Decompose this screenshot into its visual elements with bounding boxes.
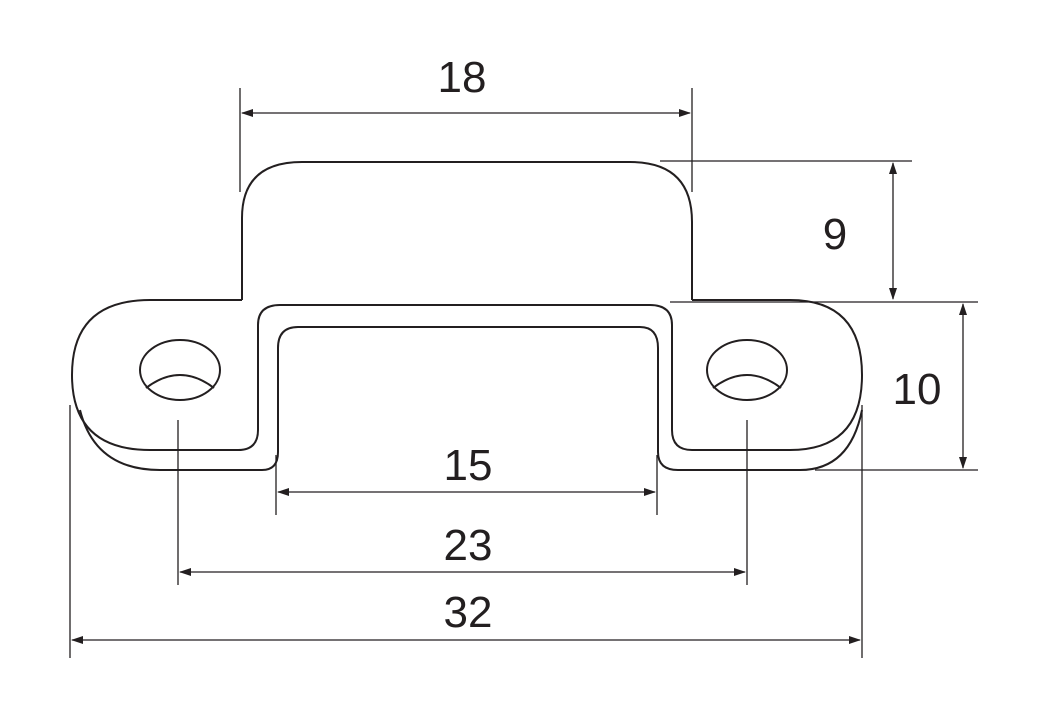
dimension-overall-width: 32 — [69, 405, 863, 658]
left-mounting-hole — [139, 339, 221, 401]
dimension-inner-width: 15 — [275, 441, 658, 515]
left-hole-inner-edge — [145, 374, 215, 389]
dimension-label-10: 10 — [893, 365, 942, 414]
dimension-height-lower: 10 — [670, 301, 978, 471]
bracket-plate-thickness — [79, 326, 863, 471]
dimension-height-upper: 9 — [660, 160, 912, 300]
bracket-top-hump — [241, 161, 693, 300]
bracket-part — [71, 161, 863, 471]
dimension-label-23: 23 — [444, 521, 493, 570]
dimension-hole-spacing: 23 — [177, 420, 748, 585]
bracket-plate-outline — [71, 299, 863, 451]
dimension-label-32: 32 — [444, 588, 493, 637]
dimension-label-18: 18 — [438, 53, 487, 102]
dimension-top-width: 18 — [239, 53, 693, 192]
dimension-label-15: 15 — [444, 441, 493, 490]
right-hole-inner-edge — [712, 374, 782, 389]
right-mounting-hole — [706, 339, 788, 401]
dimension-label-9: 9 — [823, 210, 847, 259]
